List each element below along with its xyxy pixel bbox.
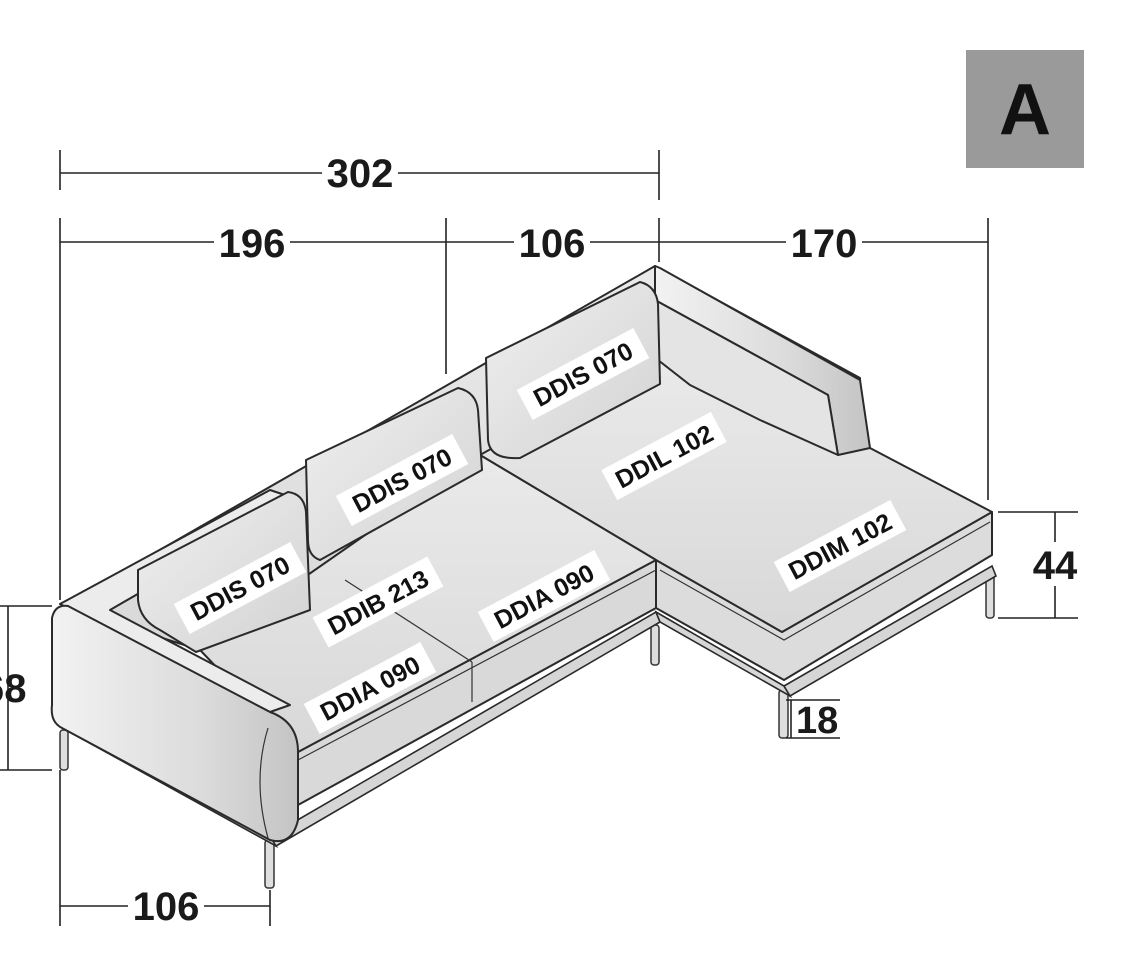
dim-leg-height: 18 xyxy=(796,700,838,742)
dim-seg-middle: 106 xyxy=(519,222,586,266)
rail-chaise-side xyxy=(782,564,997,698)
module-labels: DDIS 070 DDIS 070 DDIS 070 DDIB 213 DDIA… xyxy=(173,328,907,734)
badge-label: A xyxy=(999,70,1051,150)
leg-chaise-front xyxy=(778,689,789,739)
leg-front-middle xyxy=(264,839,275,889)
dim-bottom-width: 106 xyxy=(133,885,200,929)
dimension-lines: 302 196 106 170 68 44 18 106 xyxy=(0,150,1080,929)
chaise-front-edge xyxy=(659,521,991,641)
dim-seg-right: 170 xyxy=(791,222,858,266)
dim-depth-left: 68 xyxy=(0,667,27,711)
badge-box xyxy=(966,50,1084,168)
variant-badge: A xyxy=(966,50,1084,168)
leg-inner-corner xyxy=(650,624,660,666)
dim-seat-height: 44 xyxy=(1033,544,1078,588)
leg-front-left xyxy=(59,729,69,771)
seat-front-edge xyxy=(297,569,657,761)
left-armrest-seam xyxy=(259,727,269,839)
dim-seg-left: 196 xyxy=(219,222,286,266)
left-armrest-face xyxy=(50,604,299,842)
dim-total-top: 302 xyxy=(327,152,394,196)
